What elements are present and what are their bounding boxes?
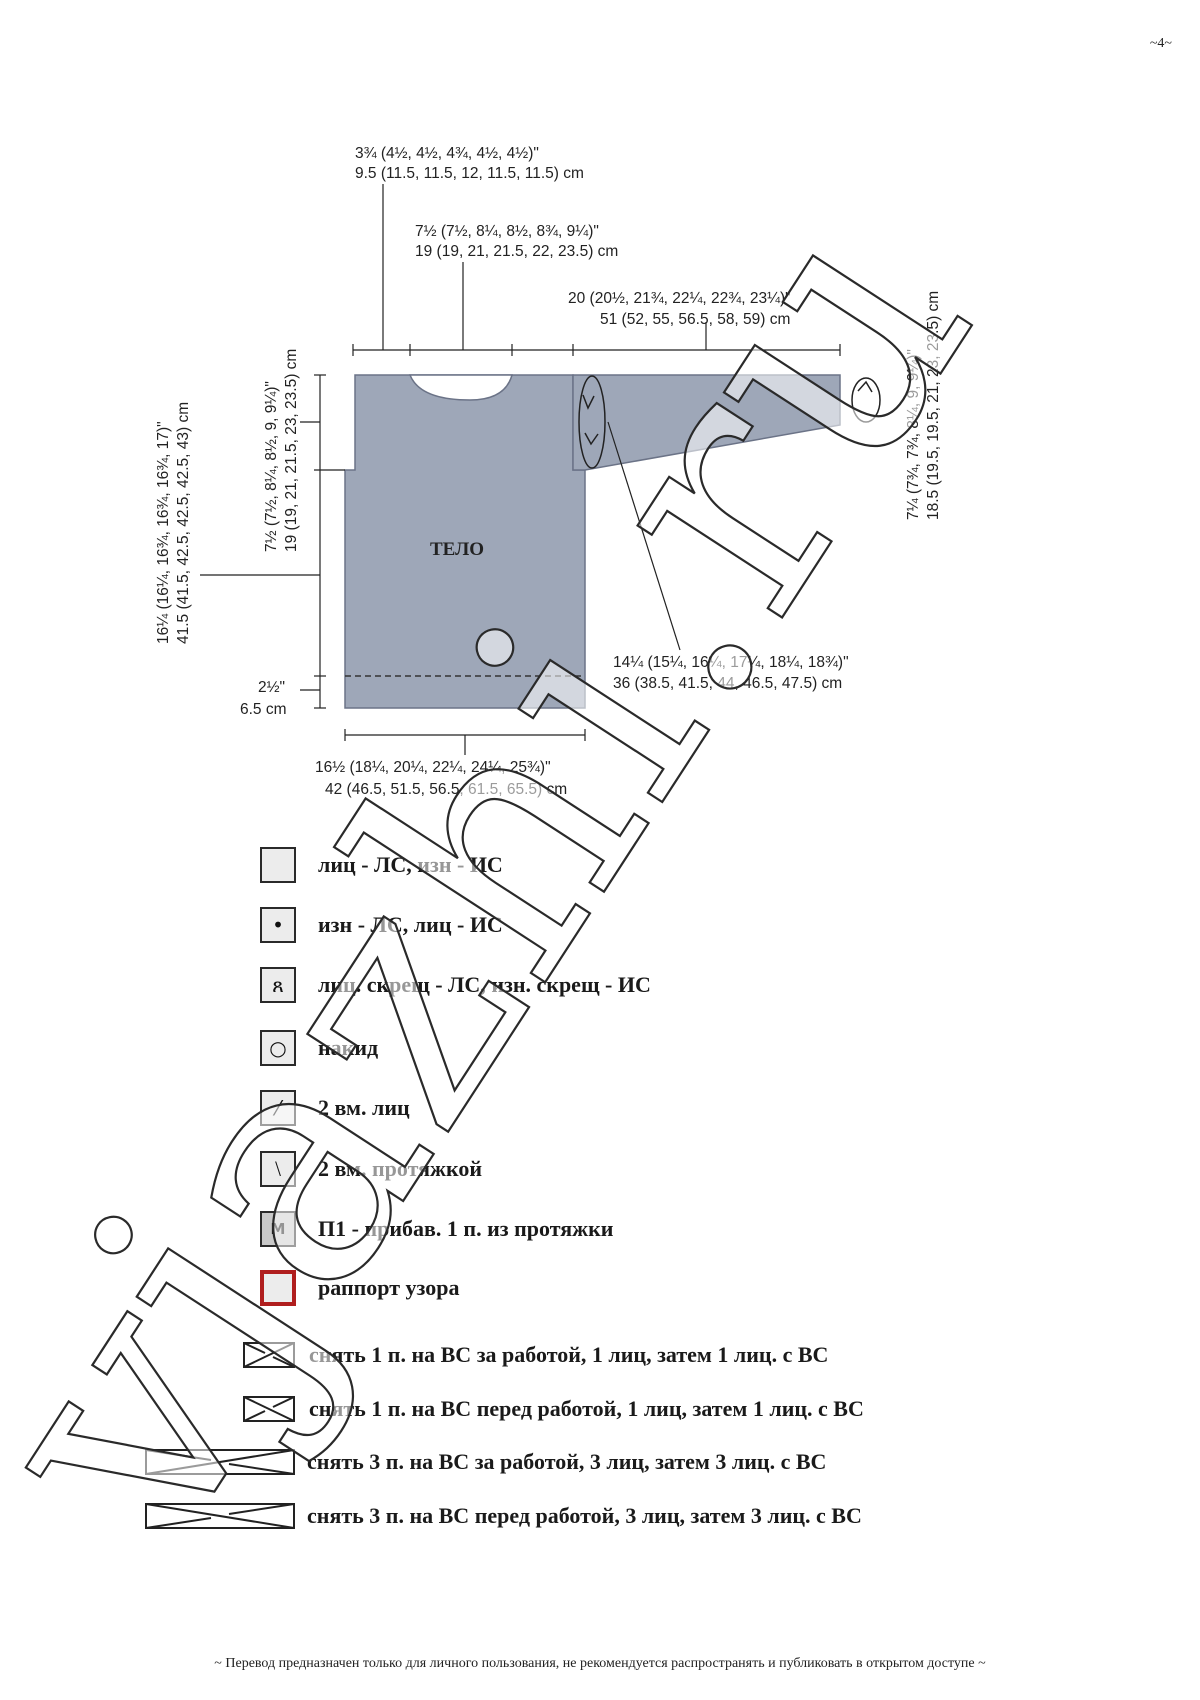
legend-text: П1 - прибав. 1 п. из протяжки [318,1216,614,1241]
body-length-in: 16¼ (16¼, 16¾, 16¾, 16¾, 17)" [155,421,172,644]
footer-note: ~ Перевод предназначен только для личног… [214,1656,986,1671]
body-length-cm: 41.5 (41.5, 42.5, 42.5, 42.5, 43) cm [175,402,192,644]
cable-text: снять 1 п. на ВС перед работой, 1 лиц, з… [309,1396,864,1421]
rib-cm: 6.5 cm [240,701,287,718]
rib-in: 2½" [258,679,285,696]
legend-text: накид [318,1035,379,1060]
legend-text: лиц. скрещ - ЛС, изн. скрещ - ИС [318,972,651,997]
legend-item: M П1 - прибав. 1 п. из протяжки [260,1211,613,1247]
cable-3x3-right-icon [145,1449,295,1475]
cable-item: снять 1 п. на ВС за работой, 1 лиц, зате… [243,1342,828,1368]
cable-text: снять 1 п. на ВС за работой, 1 лиц, зате… [309,1342,829,1367]
legend-text: изн - ЛС, лиц - ИС [318,912,503,937]
armhole-cm: 19 (19, 21, 21.5, 23, 23.5) cm [283,349,300,552]
cable-text: снять 3 п. на ВС перед работой, 3 лиц, з… [307,1503,862,1528]
cuff-rotation-icon [851,377,881,423]
neckline-in: 7½ (7½, 8¼, 8½, 8¾, 9¼)" [415,223,599,240]
legend-item: ○ накид [260,1030,378,1066]
legend-text: раппорт узора [318,1275,460,1300]
cable-3x3-left-icon [145,1503,295,1529]
pattern-repeat-symbol-icon [260,1270,296,1306]
cable-text: снять 3 п. на ВС за работой, 3 лиц, зате… [307,1449,827,1474]
cuff-in: 7¼ (7¾, 7¾, 8¼, 9, 9¼)" [905,349,922,520]
cable-item: снять 3 п. на ВС за работой, 3 лиц, зате… [145,1449,826,1475]
legend-item: раппорт узора [260,1270,460,1306]
neckline-cm: 19 (19, 21, 21.5, 22, 23.5) cm [415,243,618,260]
yarn-over-symbol-icon: ○ [260,1030,296,1066]
cable-item: снять 3 п. на ВС перед работой, 3 лиц, з… [145,1503,862,1529]
neckline [408,374,513,401]
ssk-symbol-icon: ⧵ [260,1151,296,1187]
width-cm: 42 (46.5, 51.5, 56.5, 61.5, 65.5) cm [325,781,567,798]
body-label: ТЕЛО [430,539,484,560]
legend-item: ⧵ 2 вм. протяжкой [260,1151,482,1187]
neck-width-cm: 9.5 (11.5, 11.5, 12, 11.5, 11.5) cm [355,165,584,182]
legend-text: 2 вм. протяжкой [318,1156,483,1181]
sleeve-length-in: 20 (20½, 21¾, 22¼, 22¾, 23¼)" [568,290,791,307]
sleeve-length-cm: 51 (52, 55, 56.5, 58, 59) cm [600,311,790,328]
twisted-knit-symbol-icon: ጸ [260,967,296,1003]
legend-item: • изн - ЛС, лиц - ИС [260,907,503,943]
k2tog-symbol-icon: ⁄ [260,1090,296,1126]
sweater-schematic: 3¾ (4½, 4½, 4¾, 4½, 4½)" 9.5 (11.5, 11.5… [155,145,942,798]
cable-1x1-right-icon [243,1342,295,1368]
page-number: ~4~ [1149,36,1172,51]
upper-arm-cm: 36 (38.5, 41.5, 44, 46.5, 47.5) cm [613,675,842,692]
neck-width-in: 3¾ (4½, 4½, 4¾, 4½, 4½)" [355,145,539,162]
upper-arm-in: 14¼ (15¼, 16¼, 17¼, 18¼, 18¾)" [613,654,849,671]
width-in: 16½ (18¼, 20¼, 22¼, 24¼, 25¾)" [315,759,551,776]
sleeve-top-rotation-icon [578,375,606,469]
legend-item: ⁄ 2 вм. лиц [260,1090,410,1126]
purl-symbol-icon: • [260,907,296,943]
sleeve-piece [572,374,841,471]
cuff-cm: 18.5 (19.5, 19.5, 21, 23, 23.5) cm [925,291,942,520]
make-one-symbol-icon: M [260,1211,296,1247]
cable-1x1-left-icon [243,1396,295,1422]
armhole-in: 7½ (7½, 8¼, 8½, 9, 9¼)" [263,381,280,552]
cable-item: снять 1 п. на ВС перед работой, 1 лиц, з… [243,1396,864,1422]
legend-text: 2 вм. лиц [318,1095,410,1120]
legend-item: ጸ лиц. скрещ - ЛС, изн. скрещ - ИС [260,967,651,1003]
